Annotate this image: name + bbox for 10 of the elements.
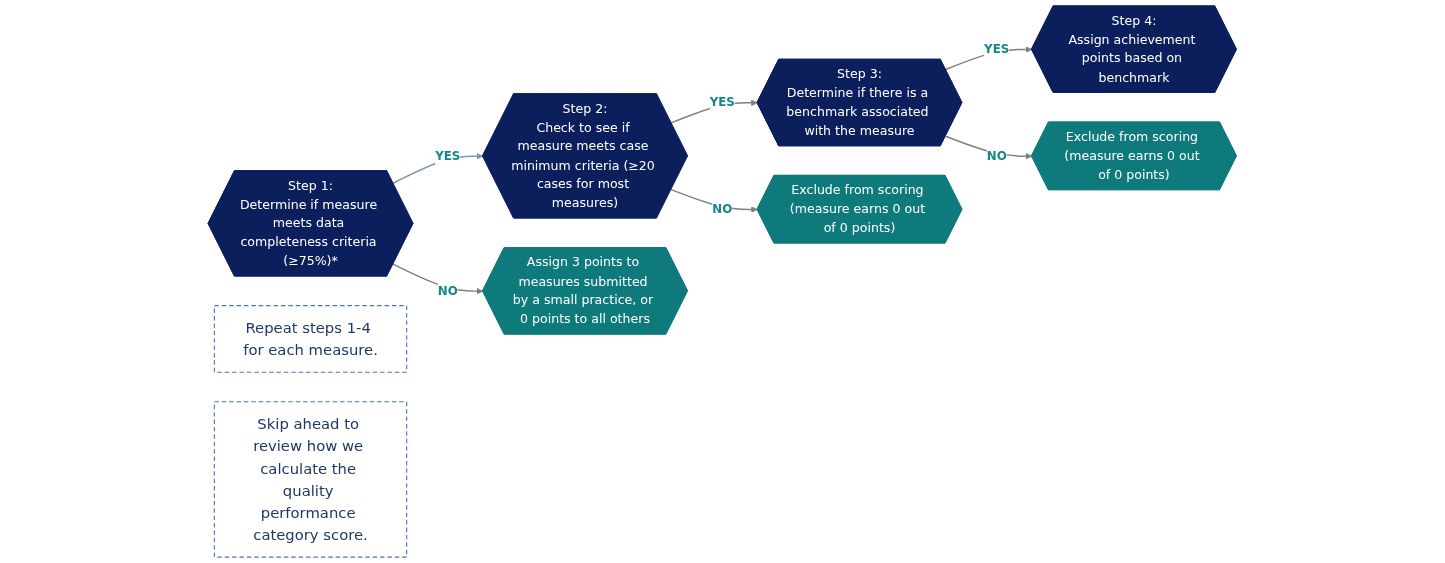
edge-label: NO xyxy=(712,201,733,216)
arrow xyxy=(945,135,1033,160)
node-box: Skip ahead to review how we calculate the quality performance category score. xyxy=(214,401,408,558)
edge-label: YES xyxy=(435,148,461,163)
edge-label: YES xyxy=(709,95,736,110)
node-box: Repeat steps 1-4 for each measure. xyxy=(214,305,408,373)
arrow xyxy=(392,263,484,295)
edge-label: NO xyxy=(438,283,459,298)
edge-label: NO xyxy=(986,148,1007,163)
edge-label: YES xyxy=(984,41,1010,56)
